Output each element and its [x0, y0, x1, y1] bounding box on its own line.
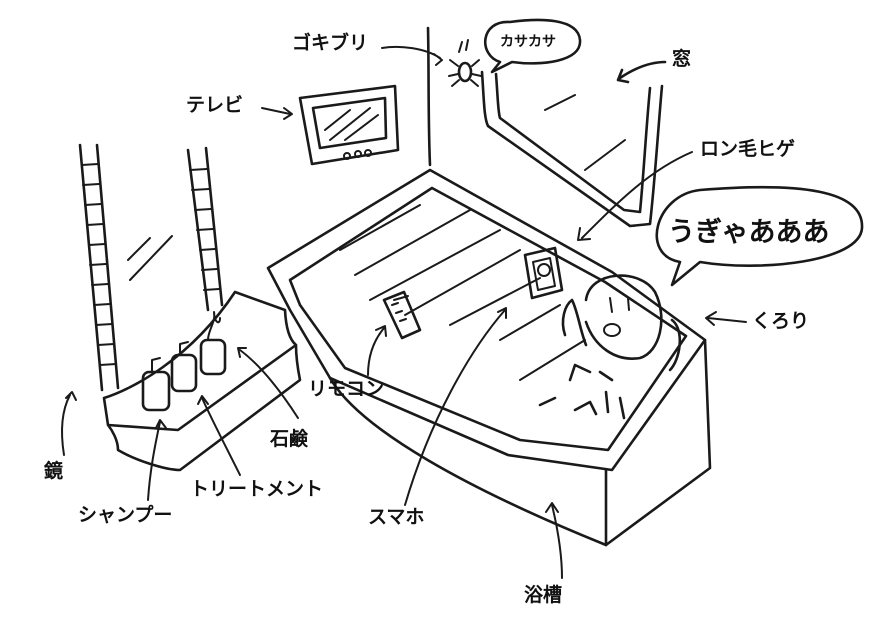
wall-edge [426, 26, 432, 167]
label-treatment: トリートメント [190, 478, 324, 500]
arrow-remote [367, 325, 387, 376]
arrow-long-hair [577, 151, 693, 241]
bathtub [266, 168, 712, 547]
smartphone-drawing [523, 246, 564, 300]
arrow-smartphone [404, 307, 507, 506]
shower-pole-left [78, 143, 120, 392]
label-long-hair-beard: ロン毛ヒゲ [700, 138, 796, 160]
window-frame [480, 70, 664, 228]
arrow-cockroach [381, 45, 443, 66]
remote-drawing [382, 290, 422, 340]
label-remote: リモコン [308, 378, 385, 400]
soap-bottle [199, 311, 227, 376]
arrow-shampoo [147, 419, 167, 501]
label-smartphone: スマホ [368, 506, 425, 528]
shower-pole-right [186, 146, 224, 312]
shampoo-bottle [141, 357, 171, 412]
rustle-bubble-shape [484, 18, 582, 74]
arrow-bathtub [545, 502, 563, 579]
label-soap: 石鹸 [270, 428, 309, 450]
rustle-bubble-text: カサカサ [500, 34, 556, 50]
arrow-tv [261, 107, 293, 120]
counter [102, 290, 302, 472]
kurori-figure [538, 274, 682, 420]
label-window: 窓 [672, 48, 692, 70]
scream-bubble-text: うぎゃあああ [668, 217, 830, 248]
label-kurori: くろり [752, 310, 810, 332]
cockroach-drawing [448, 39, 482, 87]
label-bathtub: 浴槽 [524, 584, 563, 606]
arrow-soap [237, 347, 299, 419]
tv-drawing [298, 84, 400, 166]
label-cockroach: ゴキブリ [292, 32, 369, 54]
treatment-bottle [170, 341, 198, 393]
arrow-mirror [61, 391, 77, 456]
label-shampoo: シャンプー [78, 504, 173, 526]
arrow-kurori [705, 311, 747, 326]
label-tv: テレビ [186, 94, 244, 116]
label-mirror: 鏡 [44, 460, 64, 482]
arrow-treatment [197, 395, 241, 476]
scream-bubble-shape [655, 185, 864, 287]
